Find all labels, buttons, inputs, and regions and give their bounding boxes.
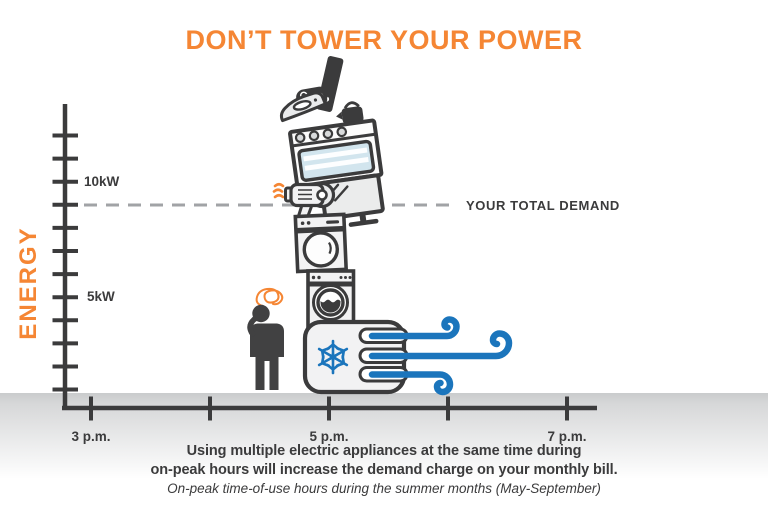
stove-oven-icon <box>288 101 384 189</box>
caption-block: Using multiple electric appliances at th… <box>0 442 768 499</box>
caption-line-1: Using multiple electric appliances at th… <box>186 443 582 459</box>
clothes-iron-icon <box>279 91 327 123</box>
washing-machine-icon <box>306 269 356 329</box>
x-axis <box>62 396 597 421</box>
x-tick-label-3pm: 3 p.m. <box>71 429 111 444</box>
caption-line-2: on-peak hours will increase the demand c… <box>150 461 618 478</box>
y-axis-label: ENERGY <box>15 226 42 340</box>
caption-footnote: On-peak time-of-use hours during the sum… <box>167 481 601 496</box>
kettle-icon <box>336 101 364 125</box>
appliance-tower <box>272 56 513 396</box>
x-tick-label-5pm: 5 p.m. <box>309 429 349 444</box>
television-icon <box>318 173 385 227</box>
total-demand-label: YOUR TOTAL DEMAND <box>466 198 620 213</box>
confusion-scribble-icon <box>255 287 284 307</box>
clothes-dryer-icon <box>293 212 349 274</box>
page-title: DON’T TOWER YOUR POWER <box>185 25 583 55</box>
snowflake-icon <box>315 339 351 375</box>
y-axis <box>52 104 78 410</box>
y-tick-label-10kw: 10kW <box>84 174 120 189</box>
confused-person <box>247 287 284 390</box>
heat-marks-icon <box>272 182 285 199</box>
cold-wind-icon <box>368 316 513 396</box>
y-tick-label-5kw: 5kW <box>87 289 115 304</box>
x-tick-label-7pm: 7 p.m. <box>547 429 587 444</box>
